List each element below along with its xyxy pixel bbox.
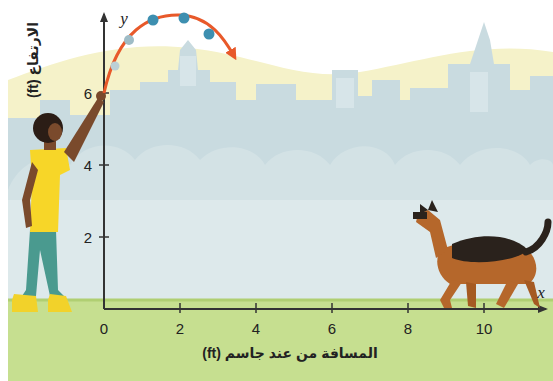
axis-title: المسافة من عند جاسم (ft): [202, 346, 378, 360]
axis-letter: x: [537, 284, 545, 301]
ticks: [99, 93, 484, 313]
tick-label: 8: [404, 321, 412, 336]
axis-letter: y: [120, 10, 128, 27]
tick-label: 6: [328, 321, 336, 336]
y-axis: [103, 14, 105, 309]
axis-title: الارتفاع (ft): [26, 22, 40, 98]
tick-label: 6: [84, 86, 92, 101]
tick-label: 4: [84, 158, 92, 173]
ball-path: [104, 15, 234, 93]
tick-label: 2: [84, 230, 92, 245]
tick-label: 4: [252, 321, 260, 336]
grass: [8, 300, 553, 381]
dog: [413, 200, 548, 308]
tick-label: 2: [176, 321, 184, 336]
person: [12, 91, 106, 312]
trees: [8, 145, 553, 300]
building-detail: [180, 56, 488, 112]
tick-label: 10: [476, 321, 493, 336]
x-axis: [104, 308, 546, 310]
skyline: [8, 22, 553, 300]
tick-label: 0: [100, 321, 108, 336]
